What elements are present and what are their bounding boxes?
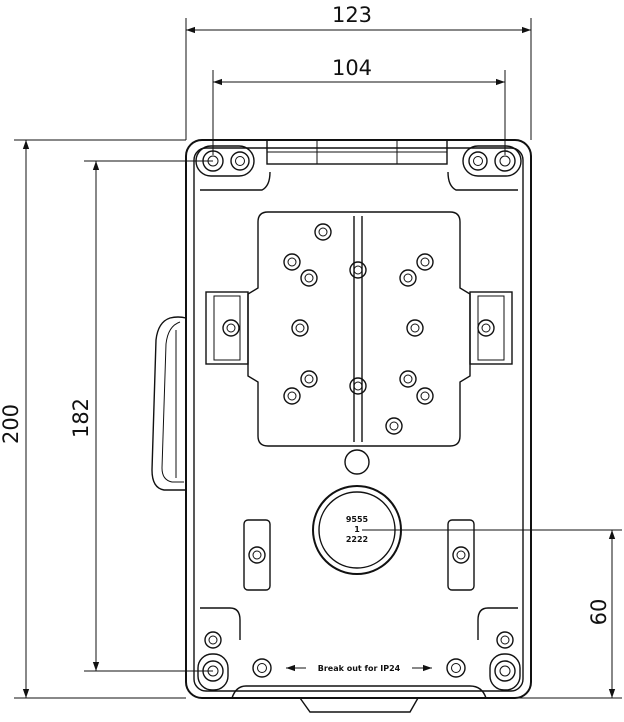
knockout-label-top: 9555: [346, 515, 369, 524]
breakout-indicator: Break out for IP24: [286, 664, 432, 673]
dimension-overall-width: 123: [185, 3, 532, 140]
dimension-label-104: 104: [332, 56, 372, 80]
dimension-mounting-width: 104: [212, 56, 506, 155]
knockout-label-bottom: 2222: [346, 535, 368, 544]
enclosure-body: [185, 139, 532, 713]
mounting-plate: [247, 211, 471, 447]
mounting-slot-top-left: [195, 145, 271, 191]
breakout-label: Break out for IP24: [318, 664, 401, 673]
door-latch: [151, 316, 187, 491]
cable-knockout: 9555 1 2222: [312, 485, 402, 575]
bottom-screw-right: [446, 658, 466, 678]
centre-hole: [344, 449, 370, 475]
side-clip-right: [469, 291, 513, 365]
mounting-slot-bottom-left: [197, 607, 241, 691]
mounting-slot-bottom-right: [477, 607, 521, 691]
dimension-overall-height: 200: [0, 139, 186, 699]
dimension-label-60: 60: [587, 599, 611, 626]
dimension-offset-height: 60: [362, 529, 622, 699]
bottom-screw-left: [252, 658, 272, 678]
dimension-label-182: 182: [69, 398, 93, 438]
knockout-label-mid: 1: [354, 525, 360, 534]
dimension-mounting-height: 182: [69, 160, 213, 672]
lower-slot-right: [447, 519, 475, 591]
lower-slot-left: [243, 519, 271, 591]
side-clip-left: [205, 291, 249, 365]
mounting-slot-top-right: [447, 145, 522, 191]
dimension-label-123: 123: [332, 3, 372, 27]
dimension-label-200: 200: [0, 404, 23, 444]
